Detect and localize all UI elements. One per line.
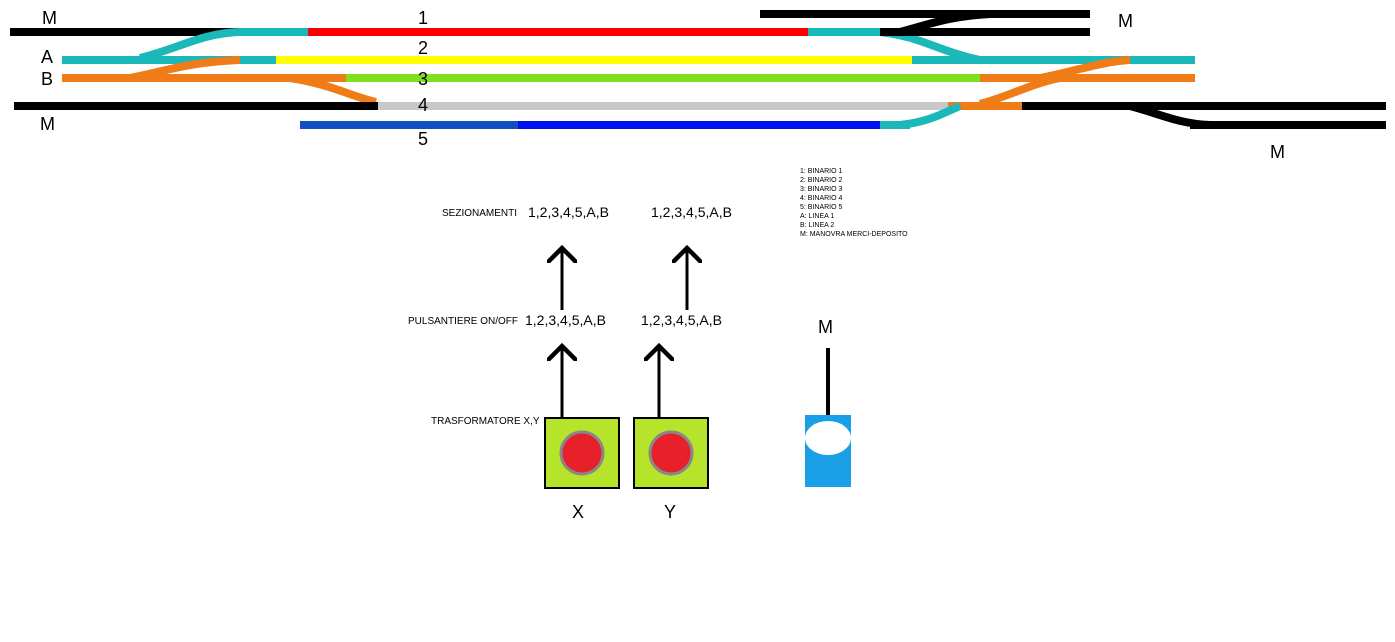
pulsantiere-y-sequence: 1,2,3,4,5,A,B	[641, 312, 722, 328]
track-1-left-switch	[238, 28, 308, 36]
track-4-right-diverge	[978, 74, 1061, 108]
label-controller-m: M	[818, 317, 833, 337]
legend-item: B: LINEA 2	[800, 222, 835, 229]
line-b-cross-left	[129, 56, 241, 82]
label-line-a: A	[41, 47, 54, 67]
siding-top-left	[10, 28, 238, 36]
sezionamenti-x-sequence: 1,2,3,4,5,A,B	[528, 204, 609, 220]
controller-m-knob	[805, 421, 851, 455]
label-track-2: 2	[418, 38, 429, 58]
track-5-rail-left	[300, 121, 518, 129]
label-m-bottom-right: M	[1270, 142, 1285, 162]
legend: 1: BINARIO 1 2: BINARIO 2 3: BINARIO 3 4…	[800, 167, 908, 239]
siding-top-right	[760, 10, 1090, 18]
track-1-right-switch	[808, 28, 880, 36]
label-transformer-y: Y	[664, 502, 677, 522]
line-b-rail	[62, 74, 276, 82]
track-1-right-diverge	[879, 28, 981, 64]
legend-item: 1: BINARIO 1	[800, 168, 843, 175]
track-2-rail	[276, 56, 912, 64]
pulsantiere-x-sequence: 1,2,3,4,5,A,B	[525, 312, 606, 328]
transformer-x-knob	[559, 430, 605, 476]
siding-mid-left	[14, 102, 378, 110]
line-a-rail	[62, 56, 276, 64]
label-m-mid-left: M	[40, 114, 55, 134]
siding-top-right-curve	[898, 10, 991, 36]
legend-item: 2: BINARIO 2	[800, 177, 843, 184]
siding-bottom-right	[1190, 121, 1386, 129]
legend-item: 5: BINARIO 5	[800, 204, 843, 211]
sezionamenti-y-sequence: 1,2,3,4,5,A,B	[651, 204, 732, 220]
label-line-b: B	[41, 69, 54, 89]
track-5-right-switch	[880, 121, 910, 129]
siding-top-right-lower	[880, 28, 1090, 36]
legend-item: 4: BINARIO 4	[800, 195, 843, 202]
legend-item: 3: BINARIO 3	[800, 186, 843, 193]
track-1-left-diverge	[139, 28, 239, 62]
line-b-cross-right	[1039, 56, 1131, 82]
track-3-rail	[346, 74, 980, 82]
label-m-top-right: M	[1118, 11, 1133, 31]
legend-item: M: MANOVRA MERCI-DEPOSITO	[800, 231, 908, 238]
label-track-5: 5	[418, 129, 429, 149]
label-track-3: 3	[418, 69, 429, 89]
track-2-right-switch	[912, 56, 980, 64]
label-trasformatore: TRASFORMATORE X,Y	[431, 416, 540, 427]
legend-item: A: LINEA 1	[800, 213, 835, 220]
label-m-top-left: M	[42, 8, 57, 28]
track-5-right-diverge	[899, 102, 962, 129]
siding-mid-right	[1022, 102, 1386, 110]
label-track-1: 1	[418, 8, 429, 28]
label-transformer-x: X	[572, 502, 585, 522]
line-a-rail-right	[980, 56, 1195, 64]
label-sezionamenti: SEZIONAMENTI	[442, 208, 518, 219]
label-pulsantiere: PULSANTIERE ON/OFF	[408, 316, 519, 327]
track-3-left-diverge	[289, 74, 377, 106]
track-3-left-switch	[276, 74, 346, 82]
transformer-y-knob	[648, 430, 694, 476]
label-track-4: 4	[418, 95, 429, 115]
line-b-rail-right	[980, 74, 1195, 82]
track-5-rail	[518, 121, 880, 129]
track-1-rail	[308, 28, 808, 36]
track-4-rail	[378, 102, 948, 110]
